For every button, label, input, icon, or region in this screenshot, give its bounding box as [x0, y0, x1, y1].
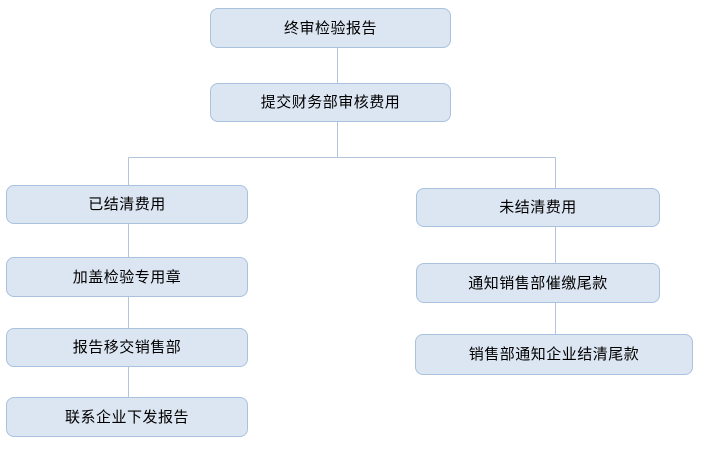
flow-node-fees-settled: 已结清费用 — [6, 185, 248, 224]
flow-node-fees-unsettled: 未结清费用 — [416, 188, 660, 227]
flow-node-submit-finance-review: 提交财务部审核费用 — [210, 83, 451, 122]
flow-node-transfer-report-to-sales: 报告移交销售部 — [6, 328, 248, 367]
flow-node-apply-inspection-stamp: 加盖检验专用章 — [6, 257, 248, 297]
flow-node-sales-notify-enterprise-settle: 销售部通知企业结清尾款 — [415, 334, 693, 375]
flow-node-contact-enterprise-issue-report: 联系企业下发报告 — [6, 397, 248, 437]
flow-node-final-inspection-report: 终审检验报告 — [210, 8, 451, 48]
flow-node-notify-sales-collect-balance: 通知销售部催缴尾款 — [416, 263, 660, 303]
